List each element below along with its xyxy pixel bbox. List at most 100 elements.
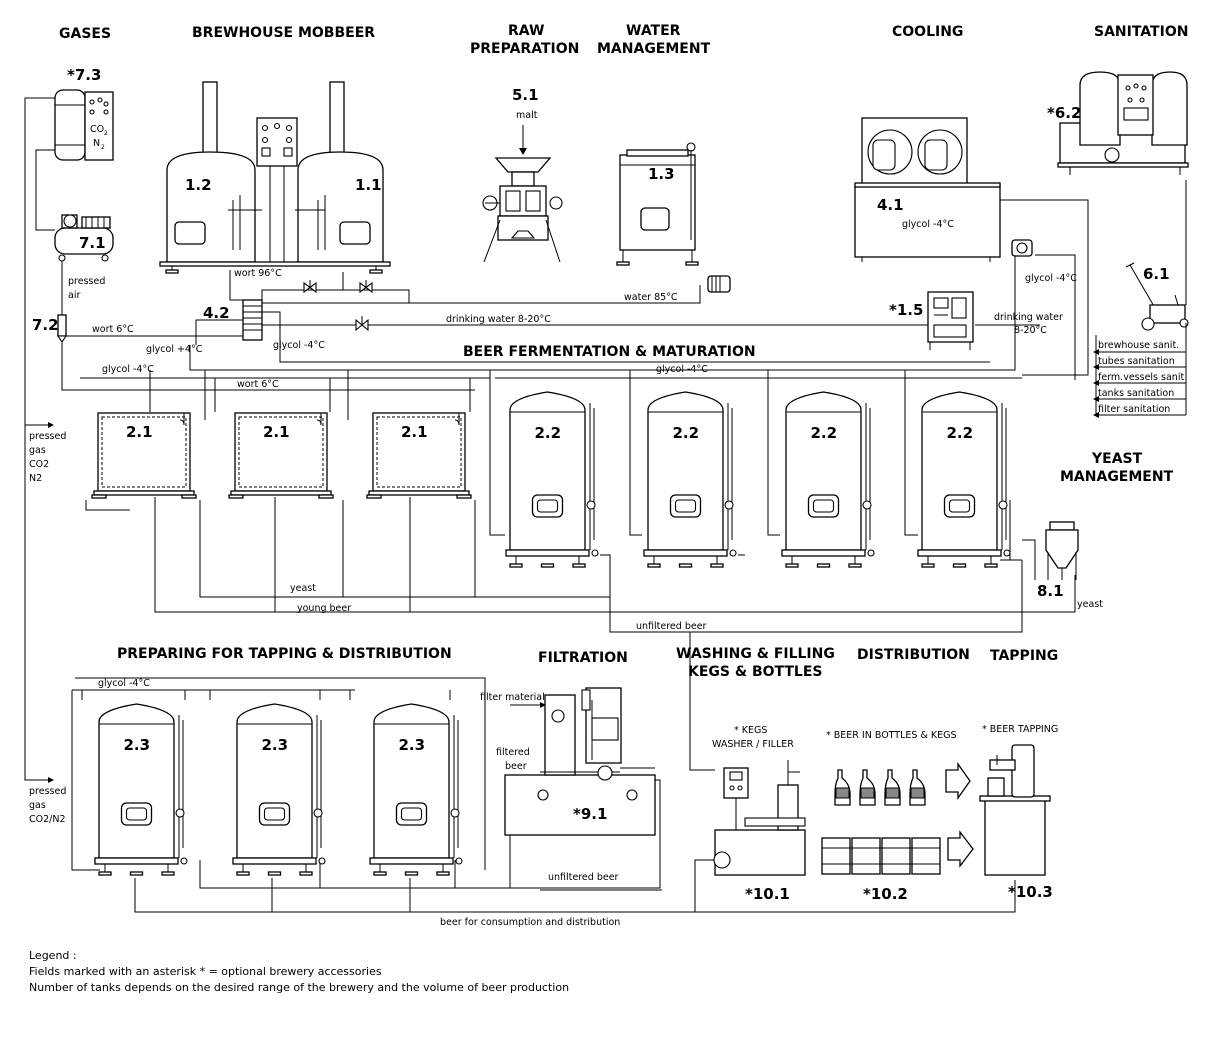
label-filtered-1: filtered <box>496 747 530 758</box>
tapping-counter <box>979 744 1051 876</box>
header-tapping: TAPPING <box>990 648 1058 664</box>
header-brewhouse: BREWHOUSE MOBBEER <box>192 25 375 41</box>
label-drinking-water: drinking water 8-20°C <box>446 314 551 325</box>
label-co2: CO <box>90 124 104 135</box>
gas-cylinders: CO 2 N 2 <box>54 89 114 161</box>
equipment-number-1-5: *1.5 <box>889 301 923 319</box>
label-pressed-air-2: air <box>68 290 80 301</box>
header-water-2: MANAGEMENT <box>597 41 711 57</box>
keg-washer <box>713 760 806 876</box>
equipment-number-bright-tank-2-3: 2.3 <box>124 736 151 754</box>
equipment-number-8-1: 8.1 <box>1037 582 1064 600</box>
header-distribution: DISTRIBUTION <box>857 647 970 663</box>
cooling-unit <box>854 117 1033 262</box>
header-cooling: COOLING <box>892 24 963 40</box>
bottles-and-kegs <box>821 761 974 875</box>
equipment-number-bright-tank-2-3: 2.3 <box>399 736 426 754</box>
label-drinking-water-2: 8-20°C <box>1014 325 1047 336</box>
equipment-number-10-2: *10.2 <box>863 885 908 903</box>
sanitation-item: brewhouse sanit. <box>1098 340 1179 351</box>
header-yeast-2: MANAGEMENT <box>1060 469 1174 485</box>
equipment-number-7-3: *7.3 <box>67 66 101 84</box>
label-wort-96: wort 96°C <box>234 268 282 279</box>
equipment-number-10-1: *10.1 <box>745 885 790 903</box>
label-young-beer: young beer <box>297 603 351 614</box>
label-yeast: yeast <box>290 583 316 594</box>
label-unfiltered-beer-2: unfiltered beer <box>548 872 619 883</box>
bright-tank-2-3: 2.3 <box>232 703 326 876</box>
label-gas-3: CO2 <box>29 459 49 470</box>
label-wort-6-b: wort 6°C <box>237 379 279 390</box>
label-filter-material: filter material <box>480 692 545 703</box>
label-kegs-1: * KEGS <box>734 725 767 736</box>
filter-unit <box>504 687 656 836</box>
equipment-number-1-2: 1.2 <box>185 176 212 194</box>
label-gas-b1: pressed <box>29 786 66 797</box>
equipment-number-1-1: 1.1 <box>355 176 382 194</box>
equipment-number-2-1: 2.1 <box>401 423 428 441</box>
equipment-number-7-2: 7.2 <box>32 316 59 334</box>
equipment-number-10-3: *10.3 <box>1008 883 1053 901</box>
equipment-number-9-1: *9.1 <box>573 805 607 823</box>
sanitation-cart <box>1093 180 1189 418</box>
sanitation-item: tubes sanitation <box>1098 356 1175 367</box>
fermentation-tank-2-2: 2.2 <box>781 391 875 568</box>
piping <box>24 97 1089 913</box>
fermentation-tank-2-2: 2.2 <box>643 391 737 568</box>
header-yeast-1: YEAST <box>1091 451 1143 467</box>
legend-title: Legend : <box>29 949 77 962</box>
label-glycol-23: glycol -4°C <box>98 678 150 689</box>
equipment-number-6-2: *6.2 <box>1047 104 1081 122</box>
legend-line-2: Number of tanks depends on the desired r… <box>29 981 569 994</box>
equipment-number-2-1: 2.1 <box>263 423 290 441</box>
equipment-number-fermentation-tank-2-2: 2.2 <box>535 424 562 442</box>
label-glycol-cooling-out: glycol -4°C <box>1025 273 1077 284</box>
sanitation-item: filter sanitation <box>1098 404 1170 415</box>
brewhouse-mobbeer <box>159 81 391 274</box>
gas-filter-7-2 <box>56 314 68 343</box>
section-headers: GASES BREWHOUSE MOBBEER RAW PREPARATION … <box>59 23 1188 680</box>
cip-station <box>1057 71 1189 175</box>
label-n2: N <box>93 138 100 149</box>
header-washing-2: KEGS & BOTTLES <box>688 664 823 680</box>
water-tank <box>616 142 731 293</box>
label-consumption: beer for consumption and distribution <box>440 917 620 928</box>
label-glycol-left: glycol -4°C <box>102 364 154 375</box>
fermentation-tank-2-2: 2.2 <box>917 391 1011 568</box>
tank-layer: 2.1 2.1 2.1 2.2 2.2 2.2 2.2 2.3 2.3 2.3 <box>91 391 1011 876</box>
open-tank-2-1: 2.1 <box>228 412 334 499</box>
bright-tank-2-3: 2.3 <box>369 703 463 876</box>
equipment-number-2-1: 2.1 <box>126 423 153 441</box>
fermentation-tank-2-2: 2.2 <box>505 391 599 568</box>
heat-exchanger <box>242 299 263 341</box>
label-gas-b2: gas <box>29 800 46 811</box>
equipment-number-4-2: 4.2 <box>203 304 230 322</box>
label-gas-1: pressed <box>29 431 66 442</box>
equipment-number-5-1: 5.1 <box>512 86 539 104</box>
label-malt: malt <box>516 110 538 121</box>
label-n2-sub: 2 <box>101 144 105 151</box>
equipment-number-fermentation-tank-2-2: 2.2 <box>947 424 974 442</box>
label-gas-b3: CO2/N2 <box>29 814 66 825</box>
equipment-number-7-1: 7.1 <box>79 234 106 252</box>
header-gases: GASES <box>59 26 111 42</box>
label-bottles-kegs: * BEER IN BOTTLES & KEGS <box>826 730 957 741</box>
header-preparing: PREPARING FOR TAPPING & DISTRIBUTION <box>117 646 452 662</box>
label-glycol-plus4: glycol +4°C <box>146 344 203 355</box>
label-water-85: water 85°C <box>624 292 678 303</box>
header-sanitation: SANITATION <box>1094 24 1188 40</box>
flow-labels: malt pressed air wort 96°C water 85°C gl… <box>29 110 1103 928</box>
label-kegs-2: WASHER / FILLER <box>712 739 794 750</box>
bright-tank-2-3: 2.3 <box>94 703 188 876</box>
label-gas-2: gas <box>29 445 46 456</box>
sanitation-item: ferm.vessels sanit <box>1098 372 1184 383</box>
header-fermentation: BEER FERMENTATION & MATURATION <box>463 344 756 360</box>
legend: Legend : Fields marked with an asterisk … <box>29 949 569 994</box>
header-filtration: FILTRATION <box>538 650 628 666</box>
equipment-number-1-3: 1.3 <box>648 165 675 183</box>
header-raw-2: PREPARATION <box>470 41 579 57</box>
water-treatment <box>927 291 974 350</box>
label-glycol-hx: glycol -4°C <box>273 340 325 351</box>
air-compressor <box>54 214 114 262</box>
